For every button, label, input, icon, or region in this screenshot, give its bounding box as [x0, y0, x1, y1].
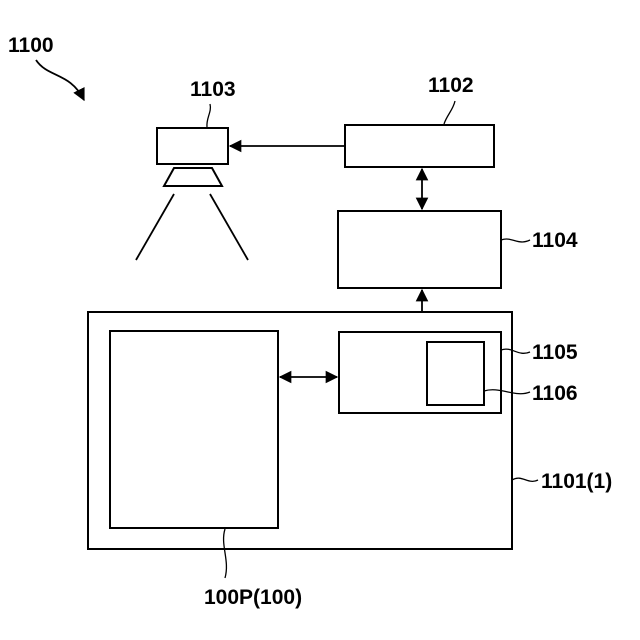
- camera-body: [157, 128, 228, 164]
- camera-view-line-right: [210, 194, 248, 260]
- camera-label: 1103: [190, 78, 236, 101]
- device-label: 1101(1): [541, 470, 612, 493]
- unit-1104-leader-line: [501, 239, 530, 242]
- camera-lens: [164, 168, 222, 186]
- system-label: 1100: [8, 34, 54, 57]
- controller-leader-line: [444, 101, 455, 124]
- panel-box: [110, 331, 278, 528]
- camera-leader-line: [207, 104, 211, 127]
- unit-1104-label: 1104: [532, 229, 578, 252]
- unit-1105-label: 1105: [532, 341, 578, 364]
- panel-label: 100P(100): [204, 586, 302, 609]
- unit-1106-label: 1106: [532, 382, 578, 405]
- system-pointer-arrow: [36, 60, 84, 100]
- unit-1104-box: [338, 211, 501, 288]
- controller-box: [345, 125, 494, 167]
- unit-1106-box: [427, 342, 484, 405]
- device-leader-line: [512, 478, 538, 481]
- controller-label: 1102: [428, 74, 474, 97]
- camera-view-line-left: [136, 194, 174, 260]
